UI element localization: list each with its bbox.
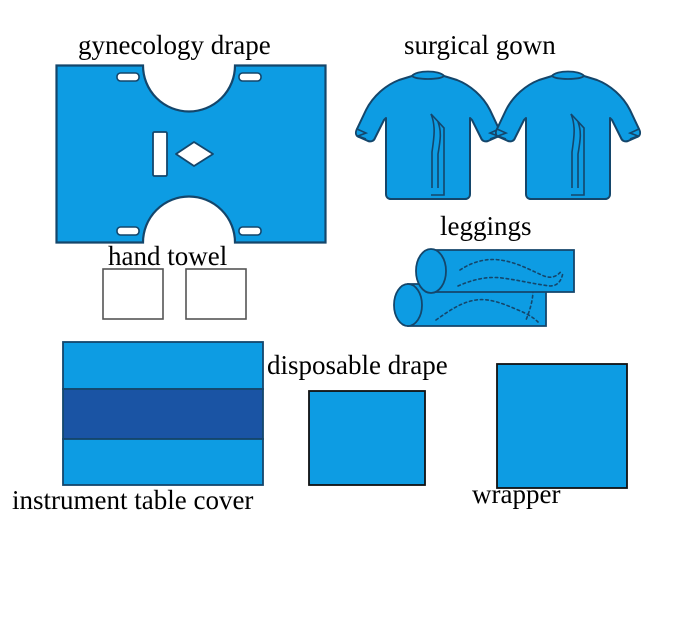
- gown-wrap-edge-1: [430, 113, 445, 196]
- wrapper-rect: [496, 363, 628, 489]
- gynecology-drape-label: gynecology drape: [78, 30, 271, 60]
- legging-front-dotted-upper: [435, 298, 539, 323]
- gown-tie-2a: [570, 113, 575, 188]
- drape-tab-top-left: [116, 72, 140, 82]
- legging-back-dotted-lower: [457, 271, 564, 287]
- gown-tie-2b: [577, 121, 582, 188]
- gynecology-drape-figure: [55, 64, 327, 244]
- gown-collar-1: [410, 70, 446, 80]
- surgical-gown-figure-1: [354, 70, 502, 200]
- drape-tab-bottom-left: [116, 226, 140, 236]
- hand-towel-figure-1: [102, 268, 164, 320]
- gown-wrap-edge-2: [570, 113, 585, 196]
- legging-back-roll-end: [415, 248, 447, 294]
- gown-tie-1b: [437, 121, 442, 188]
- gown-cuff-left-2: [495, 127, 509, 140]
- gown-cuff-left-1: [355, 127, 369, 140]
- hand-towel-label: hand towel: [108, 241, 228, 271]
- drape-center-slit: [152, 131, 168, 177]
- table-cover-top-panel: [62, 341, 264, 390]
- drape-center-diamond: [175, 141, 214, 167]
- gown-tie-1a: [430, 113, 435, 188]
- instrument-table-cover-figure: [62, 341, 264, 486]
- instrument-table-cover-label: instrument table cover: [12, 485, 254, 515]
- disposable-drape-label: disposable drape: [267, 350, 448, 380]
- surgical-gown-label: surgical gown: [404, 30, 556, 60]
- legging-front-roll-end: [393, 283, 423, 327]
- wrapper-figure: [496, 363, 628, 489]
- hand-towel-figure-2: [185, 268, 247, 320]
- legging-back-dotted-upper: [459, 258, 563, 278]
- leggings-label: leggings: [440, 211, 532, 241]
- table-cover-bottom-panel: [62, 438, 264, 486]
- drape-tab-bottom-right: [238, 226, 262, 236]
- disposable-drape-rect: [308, 390, 426, 486]
- drape-tab-top-right: [238, 72, 262, 82]
- hand-towel-square-2: [185, 268, 247, 320]
- gown-cuff-right-2: [627, 127, 641, 140]
- hand-towel-square-1: [102, 268, 164, 320]
- table-cover-reinforced-band: [62, 388, 264, 440]
- disposable-drape-figure: [308, 390, 426, 486]
- leggings-figure: [393, 248, 575, 327]
- gown-body-2: [494, 71, 642, 200]
- gown-collar-2: [550, 70, 586, 80]
- gown-body-1: [354, 71, 502, 200]
- surgical-gown-figure-2: [494, 70, 642, 200]
